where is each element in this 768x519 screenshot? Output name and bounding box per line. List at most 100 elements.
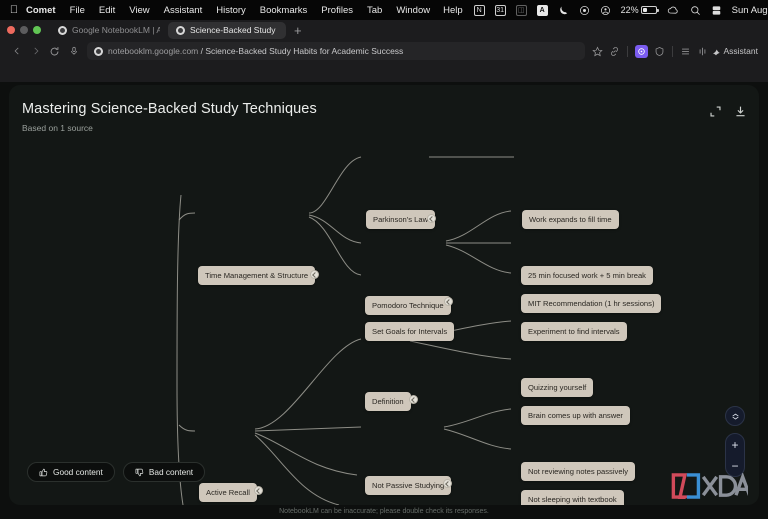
menu-edit[interactable]: Edit [98,4,116,16]
star-icon[interactable] [589,42,606,61]
zoom-controls: + − [725,433,745,477]
mindmap-node-not-sleeping[interactable]: Not sleeping with textbook [521,490,624,505]
menu-view[interactable]: View [129,4,150,16]
mindmap-node-work-expands[interactable]: Work expands to fill time [522,210,619,229]
cloud-icon[interactable] [662,0,685,20]
fit-view-button[interactable] [725,406,745,426]
url-page-title: Science-Backed Study Habits for Academic… [205,46,404,56]
xda-logo-icon [671,473,748,499]
thumbs-down-icon [135,468,144,477]
collapse-toggle-time-management[interactable] [310,270,319,279]
expand-icon[interactable] [709,105,722,118]
tab-google-notebooklm[interactable]: Google NotebookLM | AI Res [50,22,168,39]
mindmap-node-not-passive[interactable]: Not Passive Studying [365,476,452,495]
mindmap-graph[interactable]: Parkinson's Law Work expands to fill tim… [9,85,759,505]
battery-status[interactable]: 22% [616,0,662,20]
forward-button[interactable] [26,42,45,61]
calendar-icon[interactable]: 31 [494,4,506,16]
menu-clock[interactable]: Sun Aug 24 6:52 AM [731,4,768,16]
menu-tab[interactable]: Tab [366,4,383,16]
tab-label: Science-Backed Study Habi [190,25,278,35]
menu-history[interactable]: History [216,4,246,16]
extension-icon[interactable] [634,44,648,58]
minimize-window-button[interactable] [20,26,28,34]
site-favicon-icon [94,46,103,56]
mindmap-node-set-goals[interactable]: Set Goals for Intervals [365,322,455,341]
moon-icon[interactable] [553,0,574,20]
collapse-toggle-not-passive[interactable] [443,479,452,488]
mindmap-node-focused-work[interactable]: 25 min focused work + 5 min break [521,266,653,285]
mindmap-edges [176,156,514,505]
tab-label: Google NotebookLM | AI Res [72,25,160,35]
focus-icon[interactable] [574,0,595,20]
mindmap-node-pomodoro[interactable]: Pomodoro Technique [365,296,451,315]
menu-assistant[interactable]: Assistant [163,4,203,16]
good-content-button[interactable]: Good content [27,462,115,482]
divider [626,45,628,57]
disclaimer-text: NotebookLM can be inaccurate; please dou… [279,508,489,515]
chevron-up-down-icon [731,413,739,419]
page-subtitle: Based on 1 source [22,123,93,133]
apple-logo-icon[interactable]:  [7,4,21,16]
url-input[interactable]: notebooklm.google.com / Science-Backed S… [87,42,585,60]
macos-menu-bar:  Comet File Edit View Assistant History… [0,0,768,20]
reload-icon[interactable] [45,42,64,61]
divider [671,45,673,57]
page-content: Mastering Science-Backed Study Technique… [0,82,768,519]
download-icon[interactable] [734,105,747,118]
close-window-button[interactable] [7,26,15,34]
collapse-toggle-active-recall[interactable] [254,486,263,495]
mindmap-node-brain-answer[interactable]: Brain comes up with answer [521,406,630,425]
tab-strip: Google NotebookLM | AI Res Science-Backe… [0,20,768,40]
url-text: notebooklm.google.com / Science-Backed S… [108,46,403,56]
mindmap-node-quizzing[interactable]: Quizzing yourself [521,378,594,397]
menu-help[interactable]: Help [443,4,463,16]
control-center-toggle-icon[interactable] [706,0,727,20]
assistant-icon [712,49,720,56]
sidebar-icon[interactable] [694,42,711,61]
notebooklm-favicon-icon [176,25,185,35]
good-content-label: Good content [53,467,103,477]
new-tab-button[interactable]: + [294,22,302,38]
menu-app-name[interactable]: Comet [26,4,56,16]
omnibox-actions: Assistant [589,42,762,61]
reading-list-icon[interactable] [677,42,694,61]
text-input-icon[interactable]: A [532,0,553,20]
menu-profiles[interactable]: Profiles [321,4,353,16]
assistant-label: Assistant [723,46,759,56]
tab-science-backed-study-habits[interactable]: Science-Backed Study Habi [168,21,286,39]
menu-window[interactable]: Window [396,4,431,16]
url-host: notebooklm.google.com [108,46,199,56]
thumbs-up-icon [39,468,48,477]
collapse-toggle-parkinsons-law[interactable] [427,214,436,223]
search-icon[interactable] [685,0,706,20]
zoom-out-button[interactable]: − [731,458,739,473]
back-button[interactable] [7,42,26,61]
mindmap-node-definition[interactable]: Definition [365,392,411,411]
maximize-window-button[interactable] [33,26,41,34]
notion-icon[interactable]: N [469,0,490,20]
link-icon[interactable] [606,42,623,61]
control-center-icon[interactable] [595,0,616,20]
menu-bookmarks[interactable]: Bookmarks [259,4,308,16]
feedback-buttons: Good content Bad content [27,462,206,482]
battery-icon [640,6,659,14]
canvas-controls: + − [725,406,745,477]
page-title: Mastering Science-Backed Study Technique… [22,101,317,117]
collapse-toggle-pomodoro[interactable] [444,297,453,306]
mindmap-node-active-recall[interactable]: Active Recall [199,483,257,502]
mindmap-card: Mastering Science-Backed Study Technique… [9,85,759,505]
collapse-toggle-definition[interactable] [409,395,418,404]
mindmap-node-mit-recommendation[interactable]: MIT Recommendation (1 hr sessions) [521,294,662,313]
mindmap-node-not-reviewing[interactable]: Not reviewing notes passively [521,462,636,481]
assistant-button[interactable]: Assistant [711,46,762,56]
mindmap-node-parkinsons-law[interactable]: Parkinson's Law [366,210,436,229]
microphone-icon[interactable] [64,42,83,61]
bad-content-button[interactable]: Bad content [122,462,206,482]
shield-icon[interactable] [651,42,668,61]
menu-file[interactable]: File [69,4,85,16]
zoom-in-button[interactable]: + [731,437,739,452]
mindmap-node-time-management[interactable]: Time Management & Structure [198,266,316,285]
mindmap-node-experiment[interactable]: Experiment to find intervals [521,322,627,341]
split-view-icon[interactable]: ◫ [511,0,532,20]
